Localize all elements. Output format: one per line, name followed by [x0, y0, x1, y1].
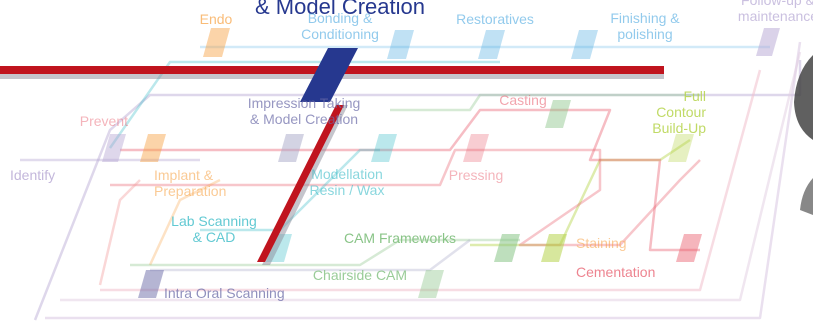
label-implant: Implant & Preparation [154, 167, 227, 199]
partial-image-right [794, 55, 813, 140]
label-pressing: Pressing [448, 167, 504, 183]
blue-marker [300, 48, 358, 102]
marker-pressing-pink [463, 134, 489, 162]
route-line-green-top [390, 93, 700, 112]
label-impression: Impression Taking & Model Creation [247, 95, 361, 127]
label-restoratives: Restoratives [456, 11, 534, 27]
marker-endo-orange [203, 28, 230, 57]
partial-image-right-lower [800, 178, 813, 215]
marker-impression-lavender [278, 134, 304, 162]
route-line-pink-lower [110, 148, 701, 247]
marker-implant-orange [140, 134, 166, 162]
highlight-line [0, 48, 664, 265]
route-line-pink-bottom [98, 179, 141, 286]
label-staining: Staining [576, 235, 627, 251]
route-line-green [130, 238, 520, 267]
marker-prevent-lavender [102, 134, 126, 162]
label-cam-frameworks: CAM Frameworks [343, 230, 456, 246]
marker-chairside-green [418, 270, 444, 298]
label-full-contour: Full Contour Build-Up [652, 88, 706, 136]
route-line-pink [120, 108, 700, 252]
route-line-lavender-bottom [45, 41, 802, 320]
label-lab-scanning: Lab Scanning & CAD [171, 213, 257, 245]
marker-modellation-teal [371, 134, 397, 162]
route-line-lime [470, 138, 691, 247]
marker-intraoral-grey [138, 270, 164, 298]
label-prevent: Prevent [79, 113, 128, 129]
route-line-lavender-mid [60, 51, 802, 302]
marker-followup-lavender [756, 28, 780, 56]
label-followup: Follow-up & maintenance [737, 0, 813, 24]
label-endo: Endo [199, 11, 233, 27]
label-finishing: Finishing & polishing [610, 10, 680, 42]
marker-bonding-blue [387, 30, 414, 59]
marker-finishing-blue [571, 30, 598, 59]
label-chairside-cam: Chairside CAM [312, 267, 408, 283]
label-modellation: Modellation Resin / Wax [309, 166, 385, 198]
marker-camframe-green [494, 234, 520, 262]
label-bonding: Bonding & Conditioning [301, 10, 379, 42]
route-line-teal-top [108, 60, 500, 149]
label-cementation: Cementation [576, 264, 656, 280]
marker-restoratives-blue [478, 30, 505, 59]
route-line-orange [148, 178, 221, 266]
route-lines [20, 41, 802, 321]
label-casting: Casting [499, 92, 547, 108]
route-line-teal [200, 148, 380, 232]
red-line-diagonal [257, 105, 344, 262]
marker-fullcontour-lime [668, 134, 694, 162]
label-intra-oral: Intra Oral Scanning [164, 285, 285, 301]
marker-cementation-pink [676, 234, 702, 262]
route-line-pink-inner [100, 69, 762, 292]
marker-casting-green [545, 100, 571, 128]
marker-staining-lime [541, 234, 567, 262]
station-markers [102, 28, 780, 298]
route-line-grey [150, 239, 471, 272]
label-identify: Identify [10, 167, 56, 183]
page-title: & Model Creation [255, 0, 425, 19]
